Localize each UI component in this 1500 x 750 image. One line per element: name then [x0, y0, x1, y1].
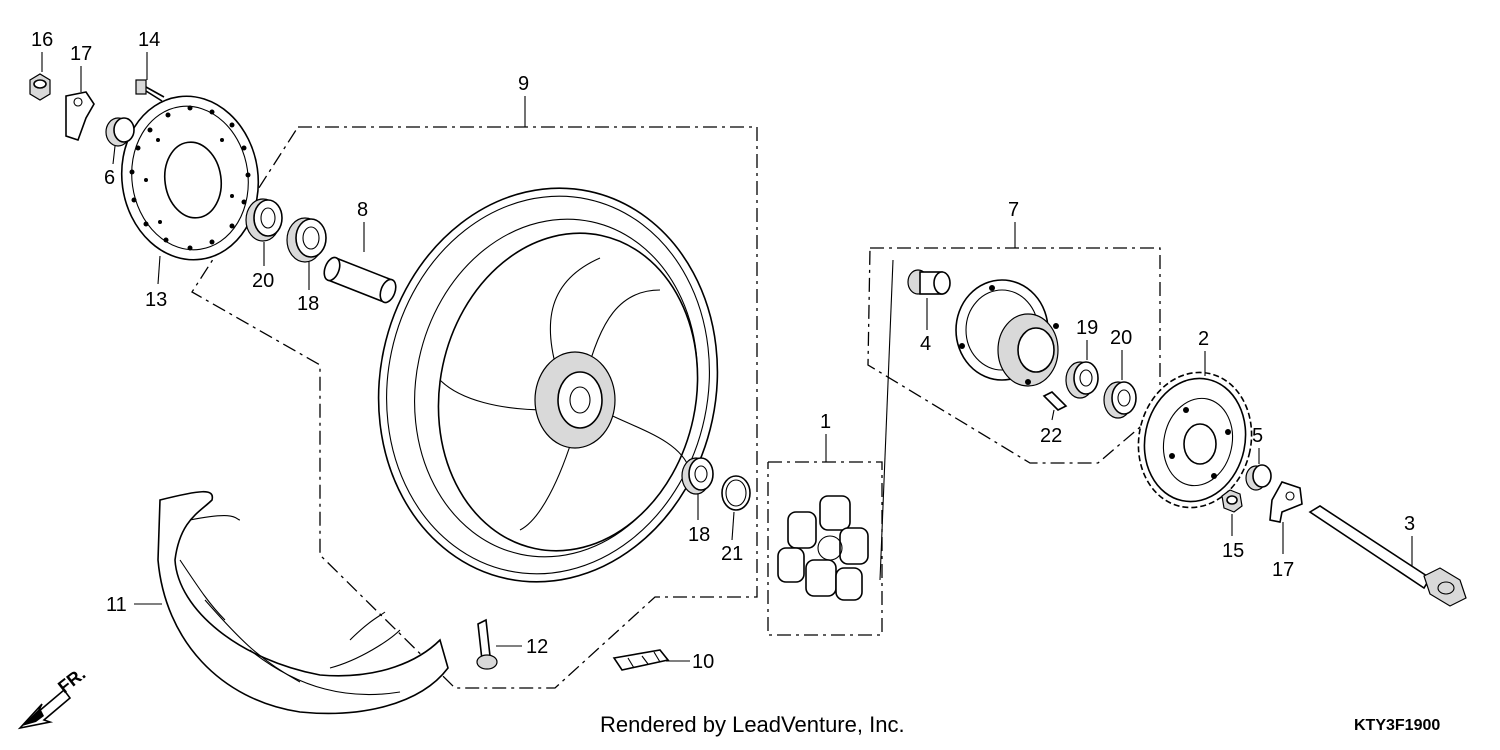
- callout-20-right: 20: [1110, 327, 1132, 349]
- callout-22: 22: [1040, 425, 1062, 447]
- nut-15[interactable]: [1221, 489, 1243, 513]
- driven-sprocket-2[interactable]: [1126, 362, 1264, 518]
- o-ring-21[interactable]: [721, 475, 751, 511]
- brake-disc[interactable]: [111, 87, 269, 268]
- pin-22[interactable]: [1042, 391, 1068, 411]
- callout-18-right: 18: [688, 524, 710, 546]
- callout-5: 5: [1252, 425, 1263, 447]
- callout-12: 12: [526, 636, 548, 658]
- hub-assembly-outline: [867, 247, 1161, 464]
- callout-1: 1: [820, 411, 831, 433]
- direction-label: FR.: [54, 664, 89, 698]
- callout-20-left: 20: [252, 270, 274, 292]
- callout-8: 8: [357, 199, 368, 221]
- nut-16[interactable]: [29, 73, 51, 101]
- rear-axle-3[interactable]: [1308, 505, 1467, 607]
- callout-10: 10: [692, 651, 714, 673]
- forward-arrow-icon: [17, 688, 72, 730]
- bearing-18-right[interactable]: [681, 457, 714, 495]
- callout-3: 3: [1404, 513, 1415, 535]
- callout-17-left: 17: [70, 43, 92, 65]
- final-driven-flange[interactable]: [955, 279, 1059, 387]
- oil-seal-20-right[interactable]: [1103, 381, 1137, 419]
- damper-assembly-outline: [767, 461, 883, 636]
- oil-seal-20-left[interactable]: [245, 198, 283, 242]
- callout-14: 14: [138, 29, 160, 51]
- callout-6: 6: [104, 167, 115, 189]
- callout-17-right: 17: [1272, 559, 1294, 581]
- callout-16: 16: [31, 29, 53, 51]
- bolt-14[interactable]: [135, 79, 165, 102]
- rear-wheel[interactable]: [343, 156, 754, 613]
- bearing-19[interactable]: [1065, 361, 1099, 399]
- callout-15: 15: [1222, 540, 1244, 562]
- wheel-assembly-outline: [191, 126, 758, 689]
- callout-4: 4: [920, 333, 931, 355]
- spacer-8[interactable]: [321, 255, 398, 304]
- bracket-17-right[interactable]: [1269, 481, 1303, 523]
- callout-18-left: 18: [297, 293, 319, 315]
- tire-valve-12[interactable]: [476, 618, 498, 670]
- diagram-code: KTY3F1900: [1354, 717, 1440, 734]
- wheel-damper-1[interactable]: [777, 495, 869, 601]
- callout-13: 13: [145, 289, 167, 311]
- callout-19: 19: [1076, 317, 1098, 339]
- collar-6[interactable]: [105, 117, 135, 147]
- tire-11[interactable]: [157, 490, 449, 715]
- callout-21: 21: [721, 543, 743, 565]
- bracket-17-left[interactable]: [65, 91, 95, 142]
- callout-7: 7: [1008, 199, 1019, 221]
- collar-5[interactable]: [1245, 464, 1272, 491]
- callout-9: 9: [518, 73, 529, 95]
- callout-11: 11: [106, 594, 127, 616]
- footer-credit: Rendered by LeadVenture, Inc.: [600, 712, 905, 737]
- callout-2: 2: [1198, 328, 1209, 350]
- stud-collar-4[interactable]: [907, 269, 951, 295]
- bearing-18-left[interactable]: [286, 217, 327, 263]
- balance-weight-10[interactable]: [612, 649, 670, 671]
